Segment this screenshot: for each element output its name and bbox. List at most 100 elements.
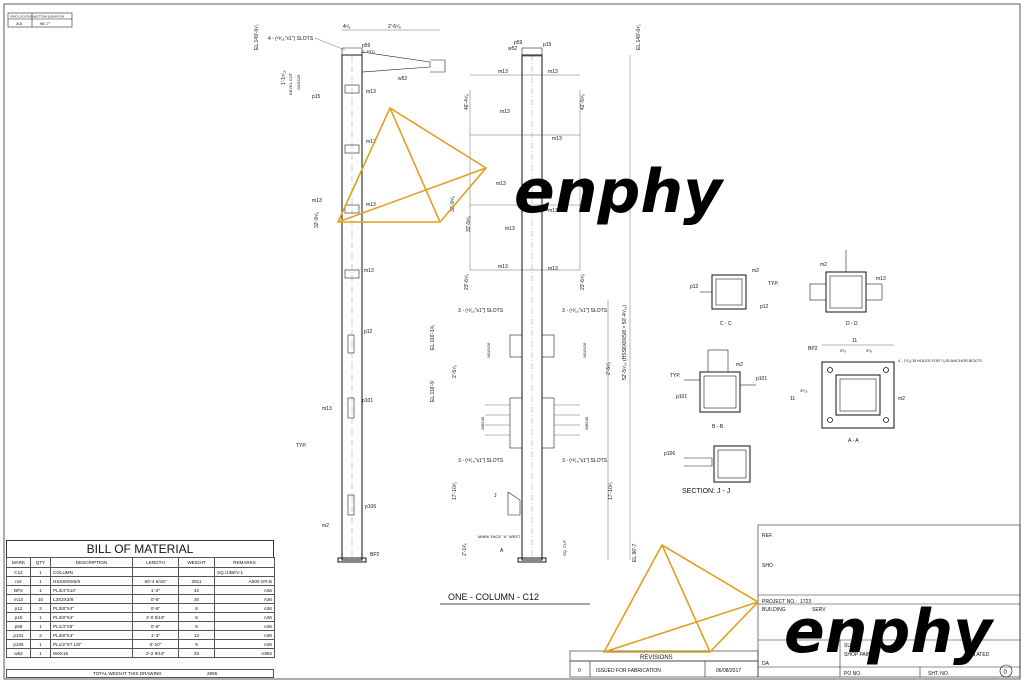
section-bb-label: B - B (712, 424, 724, 430)
bom-header-weight: WEIGHT (178, 557, 215, 568)
m13-r-6: m13 (548, 208, 558, 214)
tb-date: DA (762, 661, 770, 667)
m13-label-2: m13 (366, 139, 376, 145)
bom-cell: m2 (6, 576, 31, 586)
p12-label-left: p12 (364, 329, 373, 335)
bom-cell: W6X15 (50, 648, 133, 658)
bom-total-value: 2955 (207, 671, 218, 676)
bom-cell: C12 (6, 567, 31, 577)
bom-cell: 0'-10" (132, 639, 179, 649)
bom-cell: 2 (30, 603, 51, 613)
bom-cell: p12 (6, 603, 31, 613)
p59-label-left: p59 (362, 43, 371, 49)
m13-r-1: m13 (498, 69, 508, 75)
bom-cell: A500-GR.B (214, 576, 275, 586)
section-b-b: m2 TYP. p101 p101 B - B (670, 349, 767, 430)
watermark-top: enphy (336, 106, 725, 227)
bom-header-mark: MARK (6, 557, 31, 568)
w8x40-right: W8X40 (584, 416, 589, 430)
dim-v8-r: 2'-5⁷⁄₈ (606, 362, 612, 375)
tb-surface: SURF (844, 643, 858, 649)
tb-po-no: PO NO. (844, 671, 862, 677)
bb-p101-b: p101 (756, 376, 767, 382)
w52-label-left: w52 (398, 76, 407, 82)
cc-p12: p12 (690, 284, 699, 290)
bom-table: MARK QTY DESCRIPTION LENGTH WEIGHT REMAR… (6, 557, 275, 658)
bom-total-label: TOTAL WEIGHT THIS DRAWING (93, 671, 162, 676)
tb-sht-no: SHT. NO. (928, 671, 949, 677)
section-d-d: m2 m13 D - D (809, 250, 886, 327)
bb-m2: m2 (736, 362, 743, 368)
bom-cell: 1 (30, 567, 51, 577)
p101-label-left: p101 (362, 398, 373, 404)
el-top-right: EL.149'-0¹⁄₂ (636, 24, 642, 50)
m13-r-7: m13 (505, 226, 515, 232)
bom-header-description: DESCRIPTION (50, 557, 133, 568)
bom-cell: 1 (30, 576, 51, 586)
dim-v3: 46'-4⁵⁄₈ (464, 94, 470, 110)
bom-cell: PL1/4"X8" (50, 621, 133, 631)
bom-cell: PL1/2"X7 1/8" (50, 639, 133, 649)
bom-cell: 1 (30, 621, 51, 631)
revision-number: 0 (578, 668, 581, 674)
dim-v4: 42'-5⁵⁄₈ (580, 94, 586, 110)
bom-cell: p15 (6, 612, 31, 622)
drawing-title: ONE - COLUMN - C12 (448, 592, 539, 602)
dim-v7-r: 23'-6⁵⁄₈ (580, 274, 586, 290)
bom-header-length: LENGTH (132, 557, 179, 568)
bom-cell: A992 (214, 648, 275, 658)
bom-cell: COLUMN (50, 567, 133, 577)
bom-cell: m13 (6, 594, 31, 604)
bom-header-qty: QTY (30, 557, 51, 568)
bom-total-row: TOTAL WEIGHT THIS DRAWING 2955 (6, 669, 274, 678)
bottom-elevation-label: BOTTOM ELEVATION (34, 15, 64, 19)
slots-mid-right: 3 - (¹³⁄₁₆"x1") SLOTS (562, 308, 608, 314)
tb-rev-value: 0 (1004, 670, 1008, 676)
bom-header-remarks: REMARKS (214, 557, 275, 568)
m13-label-1: m13 (366, 89, 376, 95)
section-c-c: p12 p12 m2 TYP. C - C (690, 268, 778, 327)
bom-cell: 1'-3" (132, 630, 179, 640)
sq-cut-label: SQ. CUT (562, 539, 567, 556)
tb-shop: SHO (762, 563, 773, 569)
revisions-title: REVISIONS (640, 655, 673, 661)
bom-cell: SQ./1/BEV-1 (214, 567, 275, 577)
bom-cell: PL3/8"X4" (50, 630, 133, 640)
aa-bp2: BP2 (808, 346, 818, 352)
section-a-marker: A (500, 548, 504, 554)
bom-cell: 10 (30, 594, 51, 604)
p15-label: p15 (312, 94, 321, 100)
el-top-left: EL.149'-0¹⁄₂ (254, 24, 260, 50)
slots-top-label: 4 - (¹³⁄₁₆"x1") SLOTS (268, 36, 314, 42)
bom-cell: PL3/8"X4" (50, 603, 133, 613)
section-jj-label: SECTION: J - J (682, 488, 730, 495)
dim-v6-r: 32'-9⁵⁄₈ (466, 216, 472, 232)
jj-p106: p106 (664, 451, 675, 457)
bom-cell: 2811 (178, 576, 215, 586)
cc-p12-b: p12 (760, 304, 769, 310)
bom-cell: A36 (214, 630, 275, 640)
bom-cell: A36 (214, 639, 275, 649)
bom-cell: p59 (6, 621, 31, 631)
m13-r-9: m13 (548, 266, 558, 272)
m13-label-3: m13 (366, 202, 376, 208)
w8x40-left: W8X40 (480, 416, 485, 430)
bom-cell: 33 (178, 648, 215, 658)
m13-r-8: m13 (498, 264, 508, 270)
aa-dim-5b: 5⁷⁄₈ (866, 348, 872, 353)
cc-typ: TYP. (768, 281, 778, 287)
dim-v2: 1'-1⁵⁄₁₆ (281, 70, 287, 85)
revisions-block: REVISIONS 0 ISSUED FOR FABRICATION 06/08… (569, 650, 759, 678)
bom-cell: p106 (6, 639, 31, 649)
bom-cell: 42 (178, 585, 215, 595)
tb-building: BUILDING (762, 607, 786, 613)
w52-beam (361, 51, 431, 73)
elevation-view-right: p59 w52 p15 EL.149'-0¹⁄₂ m13 m13 m13 m13… (430, 24, 642, 605)
el-mid2: EL.116'-9 (430, 381, 436, 402)
bp2-label-left: BP2 (370, 552, 380, 558)
